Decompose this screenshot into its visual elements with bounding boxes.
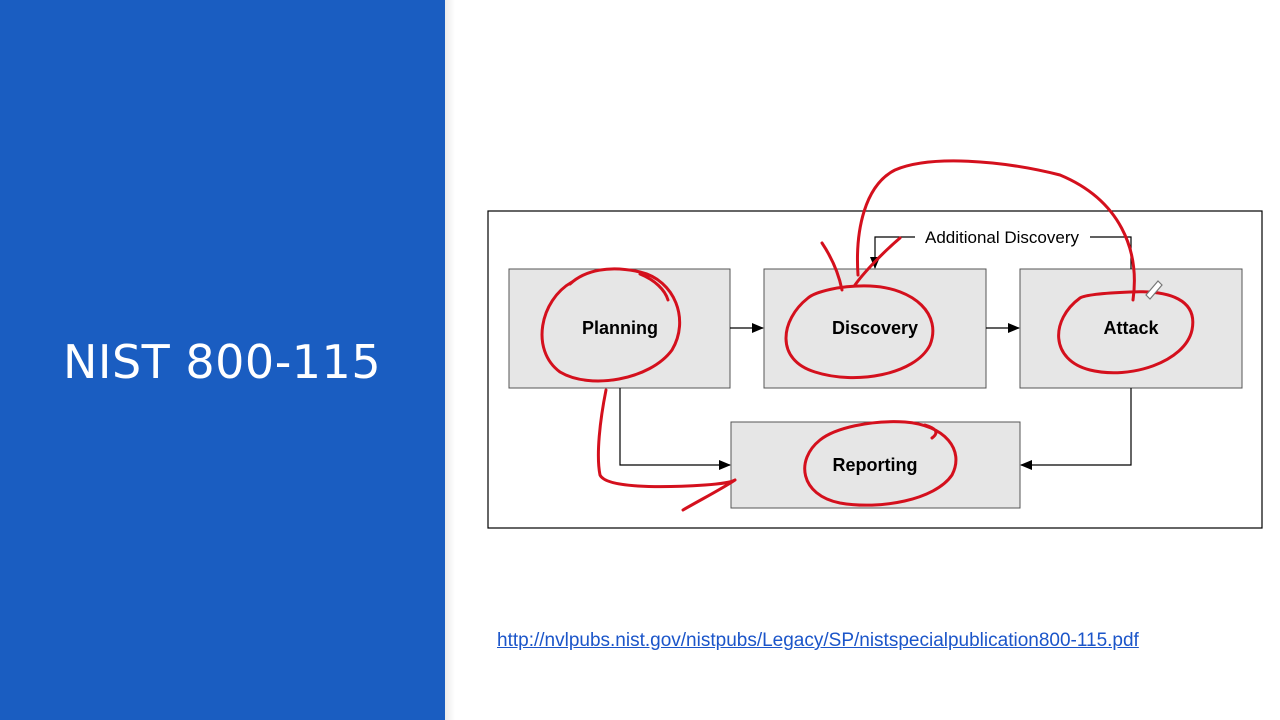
reporting-circle-annotation — [803, 420, 958, 507]
discovery-label: Discovery — [832, 318, 918, 338]
attack-label: Attack — [1103, 318, 1159, 338]
source-link[interactable]: http://nvlpubs.nist.gov/nistpubs/Legacy/… — [497, 630, 1139, 651]
discovery-box — [763, 268, 987, 389]
attack-to-discovery-loop-annotation — [856, 159, 1136, 302]
pen-cursor-icon — [1145, 280, 1163, 300]
reporting-label: Reporting — [833, 455, 918, 475]
additional-discovery-label: Additional Discovery — [925, 228, 1080, 247]
attack-to-reporting-arrow — [1020, 388, 1132, 470]
additional-discovery-arrow-return — [870, 236, 915, 269]
panel-shadow — [445, 0, 455, 720]
planning-to-reporting-annotation — [596, 388, 737, 512]
planning-to-reporting-arrow — [619, 388, 731, 470]
planning-label: Planning — [582, 318, 658, 338]
attack-box — [1019, 268, 1243, 389]
attack-circle-annotation — [1057, 290, 1195, 375]
title-panel: NIST 800-115 — [0, 0, 445, 720]
discovery-entry-tick-annotation — [853, 236, 902, 287]
planning-box — [508, 268, 731, 389]
slide-title: NIST 800-115 — [63, 335, 382, 389]
planning-circle-annotation — [540, 267, 682, 383]
reporting-box — [730, 421, 1021, 509]
